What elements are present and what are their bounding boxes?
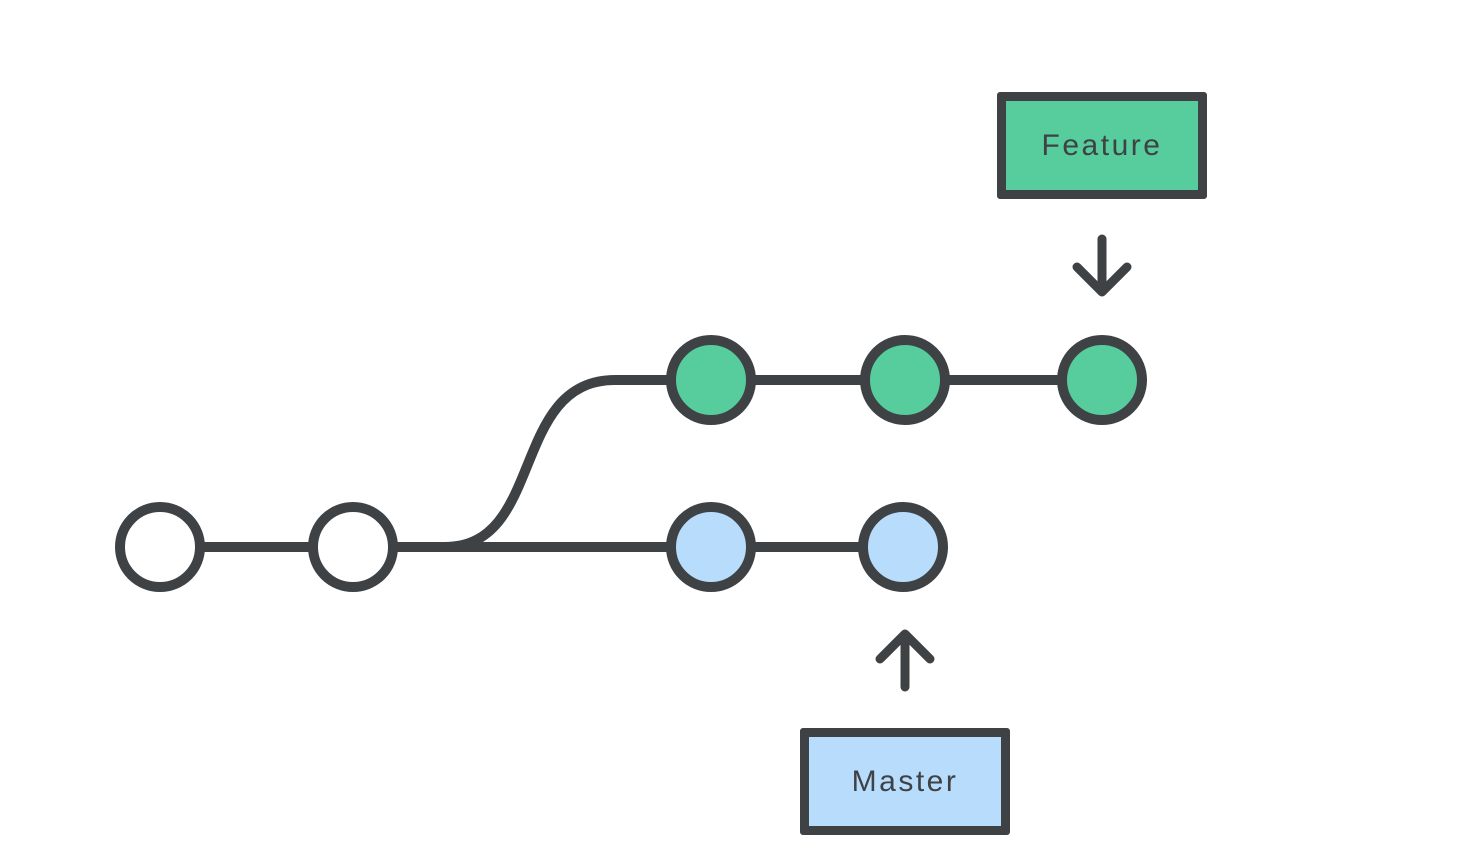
- master-branch-label: Master: [800, 728, 1010, 835]
- commit-node-initial-1: [115, 502, 205, 592]
- commit-node-feature-1: [666, 335, 756, 425]
- feature-branch-label-text: Feature: [1041, 128, 1163, 162]
- feature-branch-line: [444, 375, 1102, 552]
- commit-node-feature-2: [860, 335, 950, 425]
- feature-branch-label: Feature: [997, 92, 1207, 199]
- arrow-up-icon: [875, 629, 935, 692]
- master-branch-label-text: Master: [851, 764, 959, 798]
- commit-node-feature-3: [1057, 335, 1147, 425]
- arrow-down-icon: [1072, 234, 1132, 297]
- commit-node-initial-2: [308, 502, 398, 592]
- commit-node-master-1: [666, 502, 756, 592]
- commit-node-master-2: [858, 502, 948, 592]
